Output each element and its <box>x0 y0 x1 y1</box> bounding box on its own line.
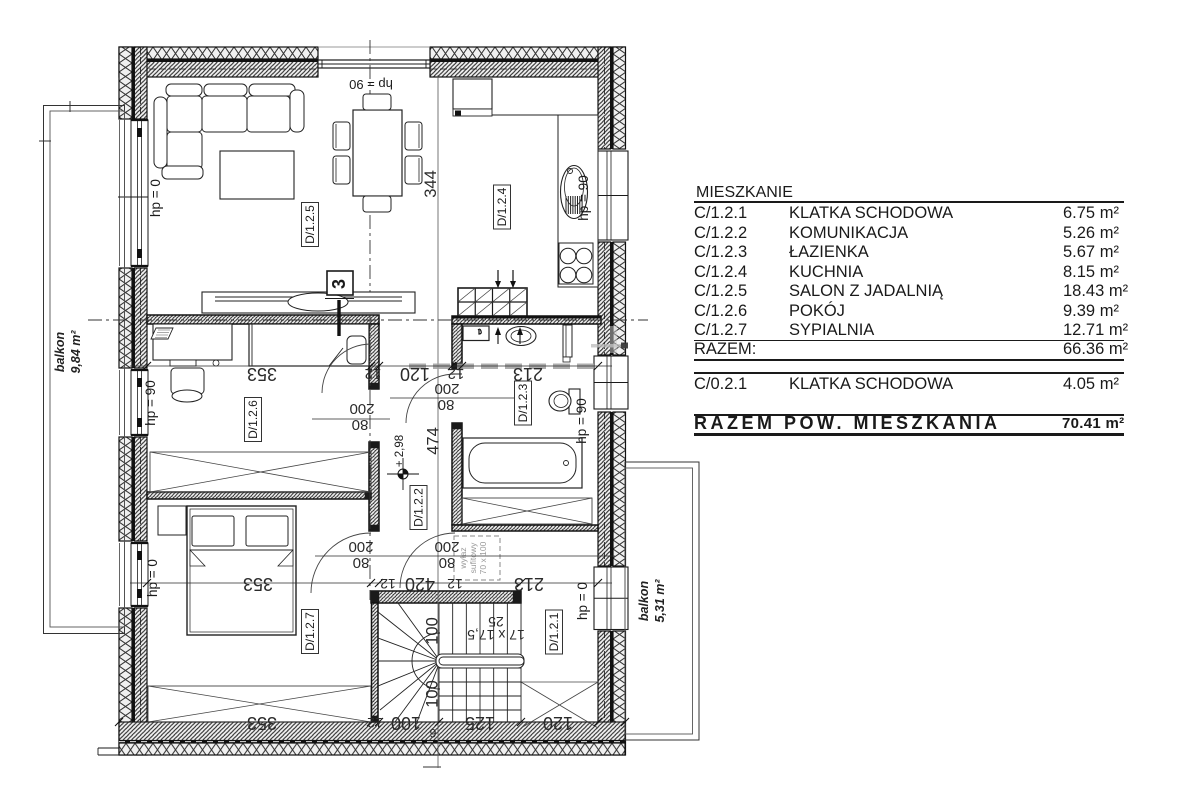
svg-text:200: 200 <box>349 400 374 417</box>
svg-text:420: 420 <box>405 574 435 594</box>
svg-text:D/1.2.2: D/1.2.2 <box>412 488 426 527</box>
svg-text:5,31 m²: 5,31 m² <box>653 579 667 623</box>
svg-text:70 x 100: 70 x 100 <box>478 541 488 574</box>
svg-text:80: 80 <box>352 416 369 433</box>
svg-text:344: 344 <box>422 170 440 198</box>
svg-text:120: 120 <box>400 364 430 384</box>
svg-text:6: 6 <box>429 726 436 740</box>
svg-text:80: 80 <box>353 554 370 571</box>
svg-text:80: 80 <box>438 396 455 413</box>
svg-text:hp = 90: hp = 90 <box>143 380 158 425</box>
svg-text:100: 100 <box>424 617 442 645</box>
svg-text:12: 12 <box>367 715 383 731</box>
svg-text:D/1.2.4: D/1.2.4 <box>495 187 509 226</box>
svg-text:D/1.2.5: D/1.2.5 <box>303 205 317 244</box>
svg-text:hp = 0: hp = 0 <box>575 582 590 620</box>
svg-text:25: 25 <box>488 614 504 630</box>
svg-text:80: 80 <box>439 554 456 571</box>
svg-text:wyłaz: wyłaz <box>458 547 468 569</box>
svg-text:hp = 90: hp = 90 <box>574 398 589 443</box>
svg-text:213: 213 <box>514 574 544 594</box>
svg-text:D/1.2.7: D/1.2.7 <box>303 612 317 651</box>
svg-text:+ 2,98: + 2,98 <box>394 435 406 467</box>
svg-text:3: 3 <box>329 279 349 289</box>
svg-text:213: 213 <box>513 364 543 384</box>
svg-text:9,84 m²: 9,84 m² <box>69 330 83 374</box>
svg-text:353: 353 <box>247 364 277 384</box>
svg-text:12: 12 <box>365 365 382 382</box>
svg-text:D/1.2.6: D/1.2.6 <box>246 400 260 439</box>
svg-text:12: 12 <box>380 576 396 592</box>
svg-text:hp = 90: hp = 90 <box>349 77 393 92</box>
svg-text:D/1.2.3: D/1.2.3 <box>516 383 530 422</box>
svg-text:100: 100 <box>391 713 421 733</box>
svg-text:12: 12 <box>448 365 465 382</box>
svg-text:hp = 90: hp = 90 <box>576 175 591 220</box>
svg-text:200: 200 <box>348 538 373 555</box>
svg-text:D/1.2.1: D/1.2.1 <box>547 612 561 651</box>
svg-text:hp = 0: hp = 0 <box>145 559 160 597</box>
svg-text:balkon: balkon <box>637 581 651 622</box>
svg-text:200: 200 <box>434 380 459 397</box>
svg-text:200: 200 <box>434 538 459 555</box>
svg-text:125: 125 <box>465 713 495 733</box>
svg-text:120: 120 <box>543 713 573 733</box>
svg-text:12: 12 <box>447 576 463 592</box>
svg-text:hp = 0: hp = 0 <box>148 179 163 217</box>
svg-text:balkon: balkon <box>53 332 67 373</box>
svg-text:sufitowy: sufitowy <box>468 542 478 573</box>
svg-text:353: 353 <box>247 713 277 733</box>
svg-text:100: 100 <box>424 680 442 708</box>
svg-text:17 x 17,5: 17 x 17,5 <box>467 627 525 643</box>
svg-text:474: 474 <box>425 427 443 455</box>
svg-text:353: 353 <box>243 574 273 594</box>
